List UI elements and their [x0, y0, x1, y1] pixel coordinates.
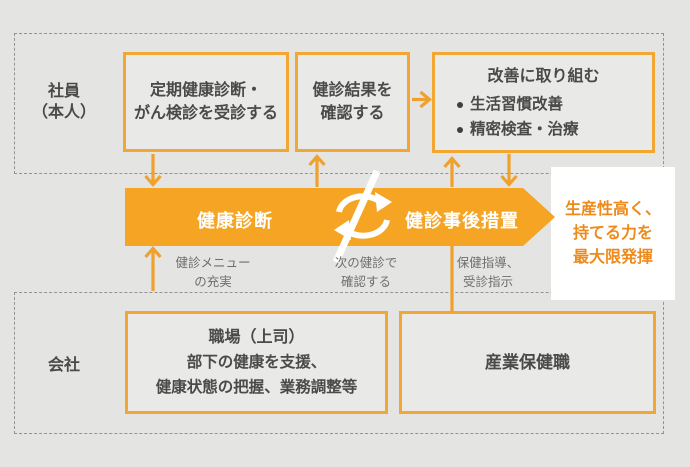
box-confirm-results: 健診結果を 確認する [295, 52, 410, 152]
note-health-guidance-line2: 受診指示 [462, 275, 513, 289]
bullet-lifestyle: 生活習慣改善 [457, 96, 579, 114]
box-workplace-supervisor: 職場（上司） 部下の健康を支援、 健康状態の把握、業務調整等 [125, 311, 388, 414]
bullet-dot-icon [457, 127, 463, 133]
box-regular-checkup-line1: 定期健康診断・ [149, 82, 262, 99]
box-regular-checkup-line2: がん検診を受診する [133, 105, 278, 122]
box-regular-checkup: 定期健康診断・ がん検診を受診する [123, 52, 289, 152]
box-workplace-line2: 健康状態の把握、業務調整等 [155, 379, 358, 396]
outcome-box: 生産性高く、 持てる力を 最大限発揮 [551, 167, 675, 300]
company-zone-border [14, 292, 664, 434]
outcome-line2: 持てる力を [572, 224, 653, 242]
note-next-checkup-line2: 確認する [340, 275, 391, 289]
banner-step1-label: 健康診断 [197, 211, 273, 231]
employee-actor-line1: 社員 [47, 83, 80, 100]
box-work-on-improvement-title: 改善に取り組む [487, 68, 600, 85]
employee-actor-label: 社員 （本人） [14, 81, 114, 123]
outcome-line1: 生産性高く、 [564, 200, 661, 218]
improvement-bullet-list: 生活習慣改善 精密検査・治療 [457, 96, 579, 139]
box-confirm-results-line2: 確認する [320, 105, 385, 122]
outcome-line3: 最大限発揮 [572, 248, 653, 266]
box-workplace-title: 職場（上司） [208, 329, 305, 346]
bullet-detailed-exam: 精密検査・治療 [457, 121, 579, 139]
company-actor-label: 会社 [14, 355, 114, 376]
note-next-checkup-line1: 次の健診で [334, 256, 398, 270]
note-checkup-menu: 健診メニュー の充実 [148, 254, 278, 292]
note-checkup-menu-line2: の充実 [194, 275, 232, 289]
bullet-lifestyle-label: 生活習慣改善 [470, 96, 564, 113]
box-confirm-results-line1: 健診結果を [312, 82, 393, 99]
note-checkup-menu-line1: 健診メニュー [175, 256, 251, 270]
employee-actor-line2: （本人） [31, 104, 96, 121]
note-next-checkup: 次の健診で 確認する [301, 254, 431, 292]
company-actor-line1: 会社 [47, 357, 80, 374]
bullet-dot-icon [457, 102, 463, 108]
box-occupational-health-staff: 産業保健職 [399, 311, 656, 414]
box-work-on-improvement: 改善に取り組む 生活習慣改善 精密検査・治療 [432, 52, 655, 153]
note-health-guidance-line1: 保健指導、 [456, 256, 520, 270]
bullet-detailed-exam-label: 精密検査・治療 [470, 121, 579, 138]
note-health-guidance: 保健指導、 受診指示 [423, 254, 553, 292]
box-workplace-line1: 部下の健康を支援、 [186, 354, 327, 371]
sync-cycle-icon [332, 169, 392, 264]
box-occupational-health-title: 産業保健職 [485, 352, 570, 372]
banner-step2-label: 健診事後措置 [405, 211, 519, 231]
